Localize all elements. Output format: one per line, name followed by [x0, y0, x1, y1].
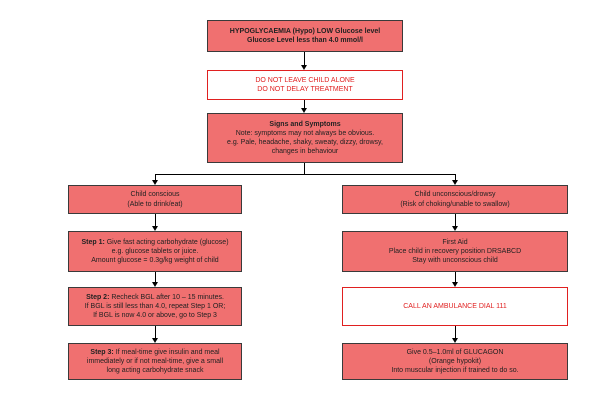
connector-ambulance-glucagon — [455, 326, 456, 340]
symptoms-box: Signs and Symptoms Note: symptoms may no… — [207, 113, 403, 163]
conscious-line1: Child conscious — [130, 191, 180, 199]
connector-step1-step2 — [155, 272, 156, 284]
first-aid-line2: Stay with unconscious child — [412, 257, 498, 265]
first-aid-line1: Place child in recovery position DRSABCD — [388, 247, 522, 255]
conscious-header-box: Child conscious (Able to drink/eat) — [68, 185, 242, 214]
arrow-step1-step2 — [152, 282, 158, 287]
step2-line1: Step 2: Recheck BGL after 10 – 15 minute… — [82, 293, 228, 302]
glucagon-line2: (Orange hypokit) — [428, 357, 482, 365]
glucagon-line1: Give 0.5–1.0ml of GLUCAGON — [406, 348, 504, 356]
symptoms-line1: Note: symptoms may not always be obvious… — [235, 129, 375, 137]
arrow-split-right — [452, 180, 458, 185]
arrow-title-warning — [301, 65, 307, 70]
connector-split-right — [455, 174, 456, 182]
connector-left-header-step1 — [155, 214, 156, 228]
conscious-line2: (Able to drink/eat) — [127, 200, 183, 208]
warning-box: DO NOT LEAVE CHILD ALONE DO NOT DELAY TR… — [207, 70, 403, 100]
connector-firstaid-ambulance — [455, 272, 456, 284]
step3-box: Step 3: If meal-time give insulin and me… — [68, 343, 242, 380]
connector-split-left — [155, 174, 156, 182]
glucagon-box: Give 0.5–1.0ml of GLUCAGON (Orange hypok… — [342, 343, 568, 380]
step1-text: Give fast acting carbohydrate (glucose) — [104, 238, 229, 246]
ambulance-box: CALL AN AMBULANCE DIAL 111 — [342, 287, 568, 326]
connector-split-horizontal — [155, 174, 455, 175]
step1-line1: Step 1: Give fast acting carbohydrate (g… — [77, 238, 232, 247]
unconscious-line1: Child unconscious/drowsy — [414, 191, 496, 199]
arrow-left-header-step1 — [152, 226, 158, 231]
step3-line1: Step 3: If meal-time give insulin and me… — [86, 348, 223, 357]
step2-label: Step 2: — [86, 293, 110, 301]
unconscious-header-box: Child unconscious/drowsy (Risk of chokin… — [342, 185, 568, 214]
connector-title-warning — [304, 52, 305, 66]
step2-line3: If BGL is now 4.0 or above, go to Step 3 — [93, 312, 217, 320]
warning-line2: DO NOT DELAY TREATMENT — [257, 86, 353, 93]
symptoms-heading: Signs and Symptoms — [269, 120, 341, 128]
connector-right-header-firstaid — [455, 214, 456, 228]
step3-line3: long acting carbohydrate snack — [106, 367, 204, 375]
step2-line2: If BGL is still less than 4.0, repeat St… — [84, 302, 226, 310]
arrow-split-left — [152, 180, 158, 185]
warning-line1: DO NOT LEAVE CHILD ALONE — [255, 76, 355, 84]
unconscious-line2: (Risk of choking/unable to swallow) — [400, 200, 510, 208]
arrow-ambulance-glucagon — [452, 338, 458, 343]
step3-label: Step 3: — [90, 348, 114, 356]
step2-box: Step 2: Recheck BGL after 10 – 15 minute… — [68, 287, 242, 326]
step1-line3: Amount glucose = 0.3g/kg weight of child — [91, 257, 219, 265]
connector-step2-step3 — [155, 326, 156, 340]
arrow-firstaid-ambulance — [452, 282, 458, 287]
symptoms-line2: e.g. Pale, headache, shaky, sweaty, dizz… — [227, 139, 383, 146]
first-aid-heading: First Aid — [442, 238, 468, 246]
arrow-warning-symptoms — [301, 108, 307, 113]
step1-line2: e.g. glucose tablets or juice. — [111, 247, 199, 255]
step1-box: Step 1: Give fast acting carbohydrate (g… — [68, 231, 242, 272]
title-box: HYPOGLYCAEMIA (Hypo) LOW Glucose level G… — [207, 20, 403, 52]
symptoms-line3: changes in behaviour — [271, 148, 339, 156]
ambulance-text: CALL AN AMBULANCE DIAL 111 — [403, 302, 507, 310]
connector-symptoms-split — [304, 163, 305, 174]
title-line2: Glucose Level less than 4.0 mmol/l — [247, 37, 363, 44]
step2-text: Recheck BGL after 10 – 15 minutes. — [109, 293, 224, 301]
connector-warning-symptoms — [304, 100, 305, 111]
step1-label: Step 1: — [81, 238, 105, 246]
arrow-step2-step3 — [152, 338, 158, 343]
step3-line2: immediately or if not meal-time, give a … — [86, 357, 224, 365]
first-aid-box: First Aid Place child in recovery positi… — [342, 231, 568, 272]
step3-text: If meal-time give insulin and meal — [113, 348, 220, 356]
title-line1: HYPOGLYCAEMIA (Hypo) LOW Glucose level — [229, 27, 381, 35]
arrow-right-header-firstaid — [452, 226, 458, 231]
glucagon-line3: Into muscular injection if trained to do… — [391, 367, 519, 375]
